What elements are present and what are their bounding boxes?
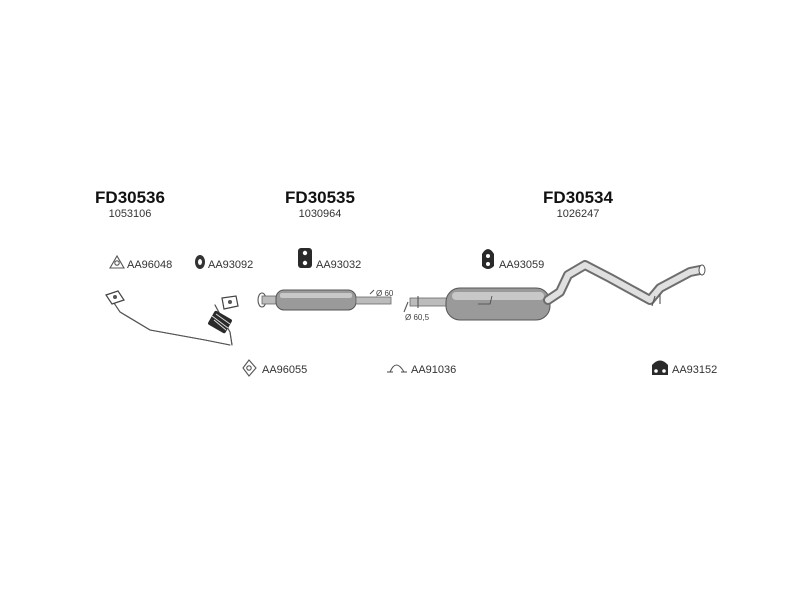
part-label: AA91036 bbox=[411, 364, 456, 376]
section-code: FD30536 bbox=[95, 188, 165, 207]
diameter-label: Ø 60,5 bbox=[405, 313, 430, 322]
gasket-icon bbox=[109, 254, 125, 269]
front-pipe[interactable] bbox=[105, 290, 239, 346]
section-fd30535: FD30535 1030964 bbox=[285, 188, 355, 220]
part-label: AA96055 bbox=[262, 364, 307, 376]
section-ref: 1030964 bbox=[299, 208, 342, 220]
diameter-label: Ø 60 bbox=[376, 289, 394, 298]
rear-silencer[interactable]: Ø 60,5 bbox=[403, 260, 706, 322]
part-aa93032[interactable]: AA93032 bbox=[298, 248, 361, 271]
part-label: AA93032 bbox=[316, 259, 361, 271]
middle-silencer[interactable]: Ø 60 bbox=[257, 289, 394, 311]
part-aa96048[interactable]: AA96048 bbox=[109, 254, 172, 271]
gasket-icon bbox=[242, 359, 257, 377]
part-label: AA93092 bbox=[208, 259, 253, 271]
hanger-icon bbox=[652, 360, 668, 375]
section-ref: 1053106 bbox=[109, 208, 152, 220]
section-ref: 1026247 bbox=[557, 208, 600, 220]
flange-icon bbox=[221, 295, 239, 310]
part-aa93059[interactable]: AA93059 bbox=[482, 249, 544, 271]
flex-joint-icon bbox=[208, 310, 232, 334]
part-aa93152[interactable]: AA93152 bbox=[652, 360, 717, 377]
hanger-icon bbox=[298, 248, 312, 268]
part-aa93092[interactable]: AA93092 bbox=[195, 255, 253, 271]
section-code: FD30534 bbox=[543, 188, 613, 207]
part-label: AA96048 bbox=[127, 259, 172, 271]
hanger-icon bbox=[482, 249, 494, 269]
section-fd30534: FD30534 1026247 bbox=[543, 188, 613, 220]
hanger-icon bbox=[195, 255, 205, 269]
flange-icon bbox=[105, 290, 125, 305]
section-code: FD30535 bbox=[285, 188, 355, 207]
section-fd30536: FD30536 1053106 bbox=[95, 188, 165, 220]
part-label: AA93152 bbox=[672, 364, 717, 376]
part-aa96055[interactable]: AA96055 bbox=[242, 359, 307, 377]
part-label: AA93059 bbox=[499, 259, 544, 271]
clamp-icon bbox=[387, 364, 407, 373]
part-aa91036[interactable]: AA91036 bbox=[387, 364, 456, 376]
